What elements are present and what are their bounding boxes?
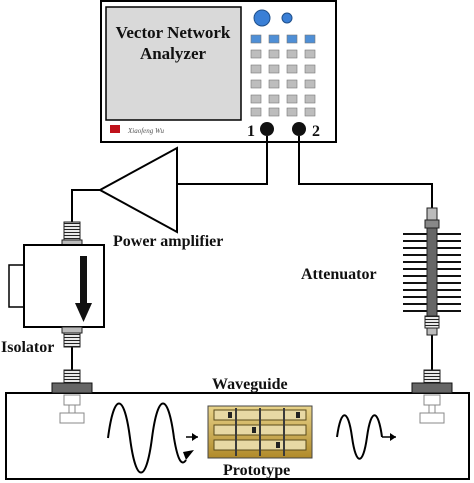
waveguide-label: Waveguide	[212, 376, 288, 393]
waveguide	[5, 369, 470, 480]
amplifier-triangle-icon	[97, 146, 178, 234]
vna-screen	[105, 6, 242, 121]
port-2-label: 2	[312, 123, 320, 140]
power-amplifier-label: Power amplifier	[113, 233, 223, 250]
isolator	[8, 221, 105, 348]
prototype-board	[207, 405, 313, 459]
vna-title-line2: Analyzer	[140, 44, 207, 63]
connector-coil-icon	[63, 221, 81, 241]
attenuator-label: Attenuator	[301, 266, 377, 283]
vna-title-line1: Vector Network	[116, 23, 231, 42]
port-1-icon	[260, 122, 274, 136]
incident-wave-icon	[107, 402, 187, 474]
transmitted-wave-icon	[336, 414, 383, 460]
vna-keypad	[250, 34, 316, 117]
connector-coil-icon	[423, 369, 441, 384]
port-1-label: 1	[247, 123, 255, 140]
cable-port1-to-amplifier	[177, 136, 268, 185]
isolator-label: Isolator	[1, 339, 54, 356]
isolator-direction-arrow-icon	[80, 256, 87, 306]
connector-coil-icon	[63, 332, 81, 348]
cable-port2-to-attenuator	[298, 136, 433, 208]
cables	[71, 136, 433, 370]
knob-small-icon	[281, 12, 293, 24]
power-amplifier	[97, 146, 178, 234]
cable-amplifier-to-isolator	[71, 189, 100, 222]
knob-large-icon	[253, 9, 271, 27]
port-2-icon	[292, 122, 306, 136]
prototype-label: Prototype	[223, 462, 290, 479]
attenuator	[403, 207, 461, 336]
vna-brand: Xiaofeng Wu	[127, 127, 164, 135]
vector-network-analyzer: Vector Network Analyzer	[100, 0, 337, 143]
connector-coil-icon	[63, 369, 81, 384]
power-led-icon	[110, 125, 120, 133]
